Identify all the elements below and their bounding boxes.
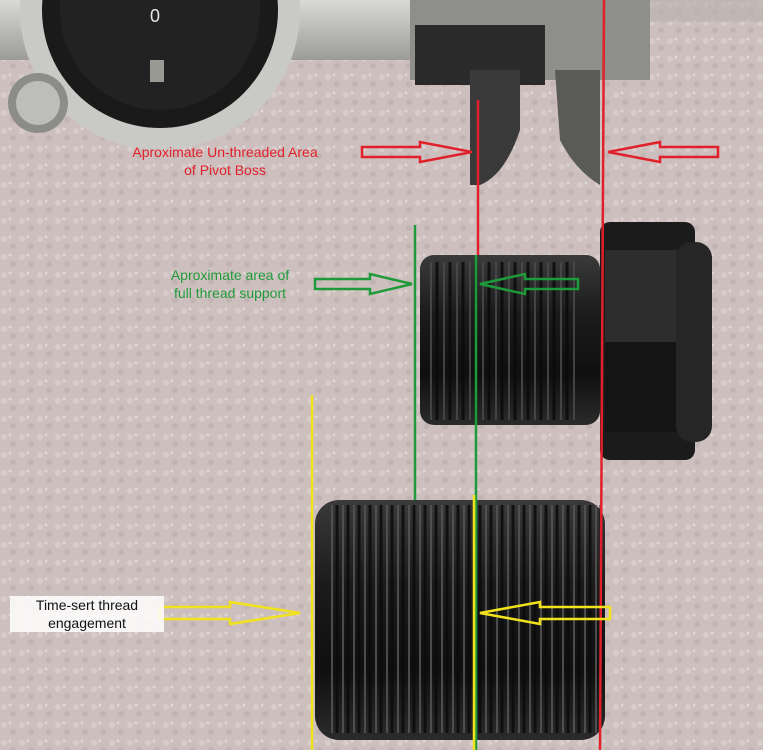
yellow-arrow-left [158, 600, 301, 626]
green-annotation-label: Aproximate area of full thread support [145, 266, 315, 302]
yellow-arrow-right [479, 600, 612, 626]
time-sert-insert [315, 500, 605, 740]
green-label-line1: Aproximate area of [170, 267, 290, 283]
green-annotation [313, 225, 580, 750]
red-annotation-label: Aproximate Un-threaded Area of Pivot Bos… [95, 143, 355, 179]
yellow-annotation [158, 395, 612, 750]
yellow-label-line2: engagement [48, 615, 126, 631]
svg-text:0: 0 [150, 6, 160, 26]
yellow-annotation-label: Time-sert thread engagement [10, 596, 164, 632]
caliper: 0 [0, 0, 763, 185]
red-label-line1: Aproximate Un-threaded Area [132, 144, 318, 160]
green-arrow-left [313, 272, 413, 296]
red-annotation [360, 0, 720, 750]
red-arrow-left [360, 140, 473, 164]
green-label-line2: full thread support [173, 285, 287, 301]
green-arrow-right [479, 272, 580, 296]
pivot-boss [420, 222, 712, 460]
red-line-right [598, 0, 606, 750]
red-label-line2: of Pivot Boss [184, 162, 266, 178]
yellow-label-line1: Time-sert thread [35, 597, 139, 613]
red-arrow-right [607, 140, 720, 164]
